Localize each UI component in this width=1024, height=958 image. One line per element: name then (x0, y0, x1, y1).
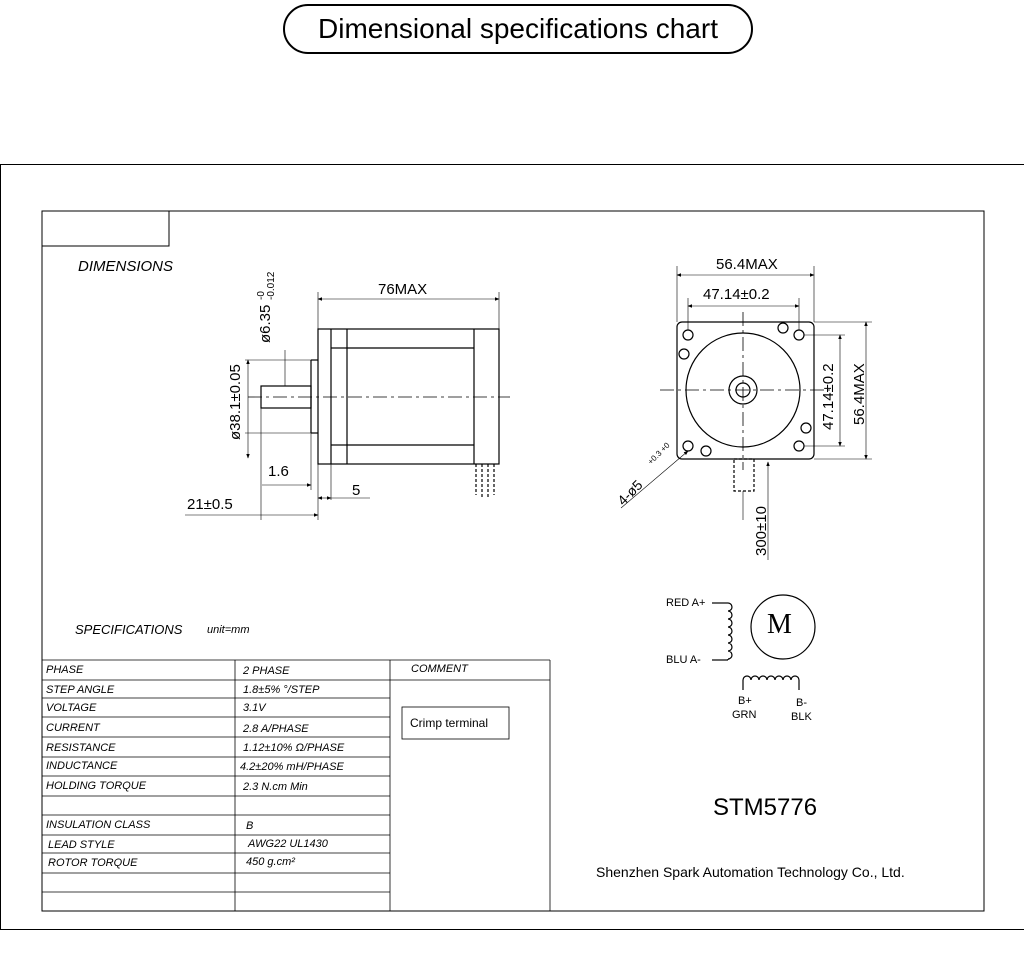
wire-b-plus-label: B+ (738, 695, 752, 707)
spec-row-value: 1.12±10% Ω/PHASE (243, 742, 345, 754)
spec-table (42, 659, 551, 911)
dim-hole-spacing-h: 47.14±0.2 (703, 286, 770, 303)
spec-row-name: PHASE (46, 664, 84, 676)
spec-row-name: RESISTANCE (46, 742, 116, 754)
unit-label: unit=mm (207, 624, 250, 636)
dim-hole-spacing-v: 47.14±0.2 (820, 363, 837, 430)
dim-flange: 5 (352, 482, 361, 499)
spec-row-value: 2 PHASE (243, 665, 290, 677)
company-name: Shenzhen Spark Automation Technology Co.… (596, 864, 905, 880)
side-view (185, 292, 510, 520)
wiring-diagram (712, 594, 816, 690)
spec-row-name: HOLDING TORQUE (46, 780, 147, 792)
wire-blu-label: BLU A- (666, 654, 701, 666)
wire-grn-label: GRN (732, 709, 757, 721)
spec-row-name: STEP ANGLE (46, 684, 115, 696)
chart-title: Dimensional specifications chart (283, 4, 753, 54)
motor-symbol: M (767, 609, 792, 640)
spec-row-name: VOLTAGE (46, 702, 97, 714)
spec-row-name: INDUCTANCE (46, 760, 118, 772)
spec-row-value: B (246, 820, 254, 832)
spec-row-value: 3.1V (243, 702, 266, 714)
spec-row-value: 2.8 A/PHASE (243, 723, 309, 735)
title-block-box (41, 210, 170, 247)
wire-red-label: RED A+ (666, 597, 706, 609)
comment-value: Crimp terminal (410, 716, 489, 730)
dim-shaft-tol-lower: -0.012 (266, 271, 277, 300)
model-number: STM5776 (713, 794, 818, 821)
spec-row-name: LEAD STYLE (48, 839, 115, 851)
dim-shaft-dia: ø6.35 (257, 304, 274, 343)
spec-row-name: INSULATION CLASS (46, 819, 151, 831)
wire-blk-label: BLK (791, 711, 812, 723)
specifications-label: SPECIFICATIONS (75, 622, 183, 637)
spec-row-name: CURRENT (46, 722, 100, 734)
spec-row-value: 1.8±5% °/STEP (243, 684, 320, 696)
drawing-frame (0, 164, 1024, 930)
dim-pilot-depth: 1.6 (268, 463, 289, 480)
comment-header: COMMENT (411, 663, 468, 675)
dim-overall-width: 56.4MAX (716, 256, 778, 273)
wire-b-minus-label: B- (796, 697, 807, 709)
inner-border (41, 210, 985, 912)
spec-row-value: 450 g.cm² (246, 856, 295, 868)
front-view (620, 266, 872, 560)
dim-pilot-dia: ø38.1±0.05 (227, 364, 244, 440)
dim-overall-height: 56.4MAX (851, 363, 868, 425)
dim-lead-length: 300±10 (753, 506, 770, 556)
dim-length: 76MAX (378, 281, 428, 298)
dimensions-label: DIMENSIONS (78, 258, 174, 275)
spec-row-name: ROTOR TORQUE (48, 857, 138, 869)
spec-row-value: 2.3 N.cm Min (243, 781, 308, 793)
spec-row-value: AWG22 UL1430 (248, 838, 328, 850)
spec-row-value: 4.2±20% mH/PHASE (240, 761, 344, 773)
dim-shaft-length: 21±0.5 (187, 496, 233, 513)
